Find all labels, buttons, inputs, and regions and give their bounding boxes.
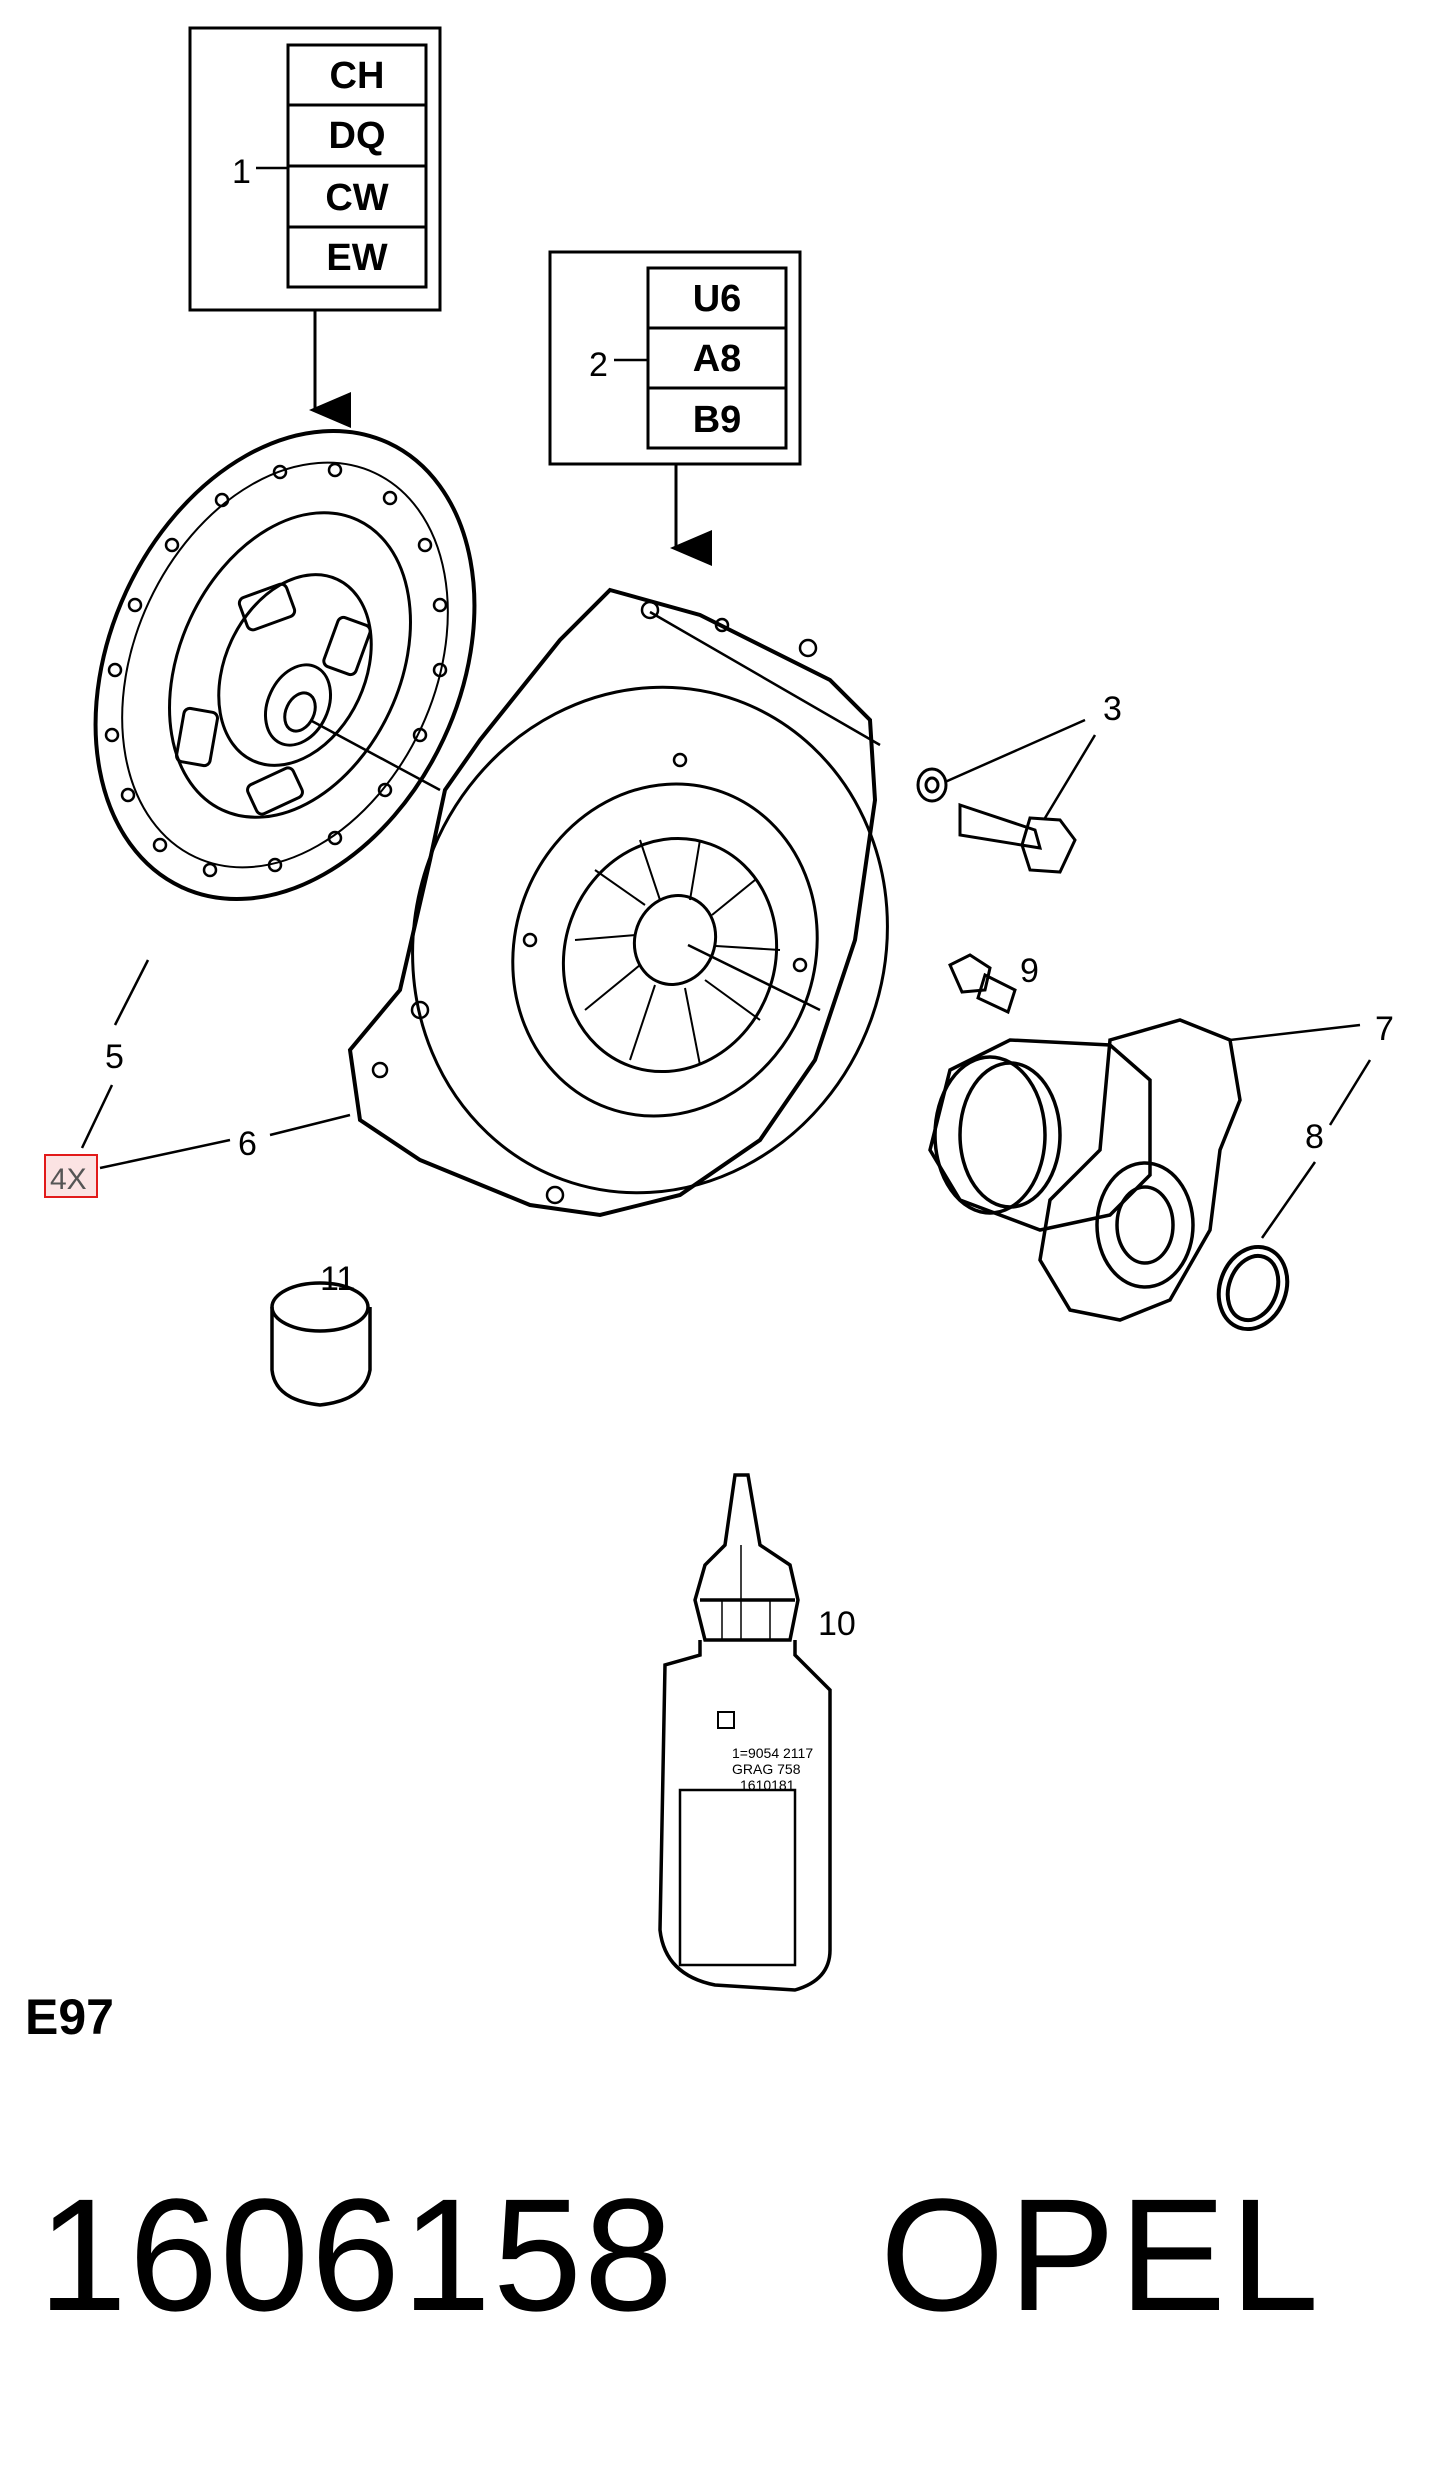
pressure-plate [347,587,889,1218]
callout-number: 2 [589,346,608,384]
release-bearing [928,1018,1361,1322]
variant-code: B9 [693,399,742,441]
variant-code: U6 [693,278,742,320]
clutch-disc [93,428,477,902]
callout-number: 5 [105,1038,124,1076]
tube-label-line: 1=9054 2117 [732,1745,813,1761]
o-ring [1216,1059,1372,1332]
variant-code: DQ [329,115,386,157]
tube-label-line: GRAG 758 [732,1761,801,1777]
bushing [270,1281,372,1407]
brand-name: OPEL [880,2165,1323,2344]
variant-box-1: CH DQ CW EW 1 [188,26,442,428]
screw [948,953,1017,1015]
bolt [916,718,1097,874]
quantity-tag-label: 4X [50,1163,87,1196]
variant-code: CH [330,55,385,97]
tube-label-line: 1610181 [740,1777,795,1793]
page-code: E97 [25,1989,114,2045]
variant-code: EW [326,237,387,279]
variant-code: A8 [693,338,742,380]
variant-box-2: U6 A8 B9 2 [548,250,802,566]
callout-number: 9 [1020,952,1039,990]
grease-tube [658,1473,832,1992]
callout-number: 3 [1103,690,1122,728]
part-number: 1606158 [38,2165,675,2344]
callout-number: 1 [232,153,251,191]
variant-code: CW [325,177,388,219]
callout-number: 6 [238,1125,257,1163]
callout-number: 10 [818,1605,856,1643]
callout-number: 11 [320,1260,355,1298]
callout-number: 8 [1305,1118,1324,1156]
quantity-tag[interactable] [44,1154,98,1198]
callout-number: 7 [1375,1010,1394,1048]
